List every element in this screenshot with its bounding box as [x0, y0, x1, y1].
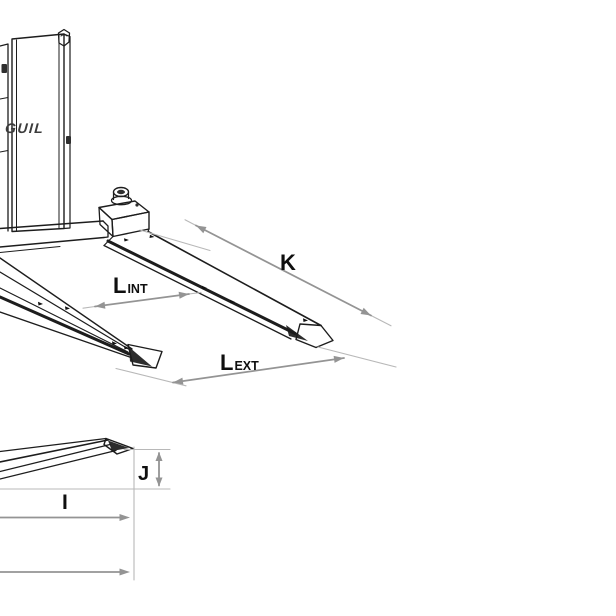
fork-right-bolt-mark-3 — [202, 285, 207, 290]
j-label: J — [138, 463, 149, 485]
l-int-arrowhead-left — [95, 301, 106, 309]
l-ext-label-main: L — [220, 350, 233, 375]
mast-top-hook-detail — [60, 34, 68, 37]
mast-side-bolt — [66, 136, 71, 144]
j-arrowhead-top — [155, 452, 163, 461]
fork-right-tip-bevel — [295, 323, 334, 349]
mast-left-rail-ticks — [0, 97, 9, 153]
l-ext-witness-line-left — [115, 367, 187, 387]
fork-left-bolt-mark-1 — [38, 301, 43, 306]
mast-side-face — [63, 33, 71, 230]
fork-left-inner-edge — [0, 311, 132, 359]
k-label: K — [280, 250, 296, 275]
fork-carriage-crossbar — [0, 220, 109, 253]
fork-right-bolt-mark-4 — [230, 299, 235, 304]
fork-left-bolt-mark-3 — [112, 341, 117, 345]
l-int-label: LINT — [113, 273, 148, 298]
lower-arrowhead — [119, 568, 130, 576]
fork-left-bolt-mark-2 — [65, 306, 70, 310]
clamp-block-bolt — [135, 203, 139, 207]
side-fork-top-far-edge — [0, 437, 107, 453]
fork-right-inner-edge — [103, 244, 292, 340]
l-int-label-sub: INT — [127, 282, 148, 296]
l-ext-label: LEXT — [220, 350, 259, 375]
fork-right-bolt-mark-1 — [149, 234, 155, 238]
crossbar-top-edge — [0, 220, 104, 230]
l-ext-arrowhead-right — [333, 355, 344, 363]
mast-left-rail — [0, 43, 9, 232]
k-arrowhead-end — [360, 307, 371, 316]
fork-left-top-line — [0, 271, 131, 351]
dimension-i: I — [0, 446, 135, 581]
fork-left-tip-shadow — [129, 347, 152, 367]
fork-right — [103, 230, 334, 349]
clamp-knob-base — [110, 195, 133, 206]
dimension-j: J — [0, 448, 171, 490]
fork-left-outer-edge — [0, 257, 133, 350]
mast: GUIL — [0, 28, 71, 233]
dimension-l-int: LINT — [82, 273, 202, 309]
crossbar-bottom-edge — [0, 236, 105, 248]
i-arrowhead — [119, 514, 130, 521]
clamp-block — [98, 186, 150, 247]
clamp-block-left-face — [98, 206, 114, 238]
l-ext-dimension-line — [172, 357, 345, 384]
l-ext-label-sub: EXT — [234, 359, 259, 373]
side-fork-tip-shadow — [108, 440, 129, 451]
brand-logo: GUIL — [4, 120, 45, 136]
l-int-dimension-line — [94, 293, 190, 308]
i-label: I — [62, 491, 68, 514]
side-fork-top-near-edge — [0, 439, 109, 463]
k-witness-line-start — [139, 229, 211, 252]
fork-right-tip-shadow — [286, 325, 308, 341]
dimension-l-ext: LEXT — [115, 346, 397, 387]
l-int-arrowhead-right — [178, 291, 189, 299]
mast-top-hook — [57, 28, 71, 47]
fork-right-outer-edge — [147, 230, 322, 327]
l-ext-witness-line-right — [317, 346, 397, 368]
fork-left-top-near-edge — [0, 295, 131, 356]
side-fork-bottom-edge — [0, 449, 117, 480]
clamp-knob-center — [117, 189, 125, 195]
clamp-block-front-face — [111, 211, 150, 238]
fork-right-bolt-mark-5 — [303, 318, 308, 322]
k-extension-start — [184, 219, 197, 227]
side-fork-tip — [103, 437, 134, 455]
fork-left-bolt-mark-4 — [124, 345, 129, 350]
fork-right-top-near-edge — [106, 239, 297, 335]
side-fork-lower-line — [0, 443, 111, 473]
k-extension-end — [370, 314, 392, 327]
mast-left-rail-bolt — [1, 64, 7, 73]
fork-right-bolt-mark-2 — [124, 238, 129, 242]
k-arrowhead-start — [196, 225, 207, 234]
fork-side-view — [0, 437, 134, 480]
fork-left-mid-line — [0, 287, 129, 353]
l-int-extensions — [82, 291, 202, 309]
k-dimension-line — [195, 224, 372, 317]
fork-left — [0, 257, 163, 369]
l-ext-arrowhead-left — [173, 377, 184, 385]
j-arrowhead-bottom — [155, 477, 163, 487]
dimension-k: K — [139, 219, 392, 327]
l-int-label-main: L — [113, 273, 126, 298]
crossbar-lower-line — [0, 246, 61, 253]
